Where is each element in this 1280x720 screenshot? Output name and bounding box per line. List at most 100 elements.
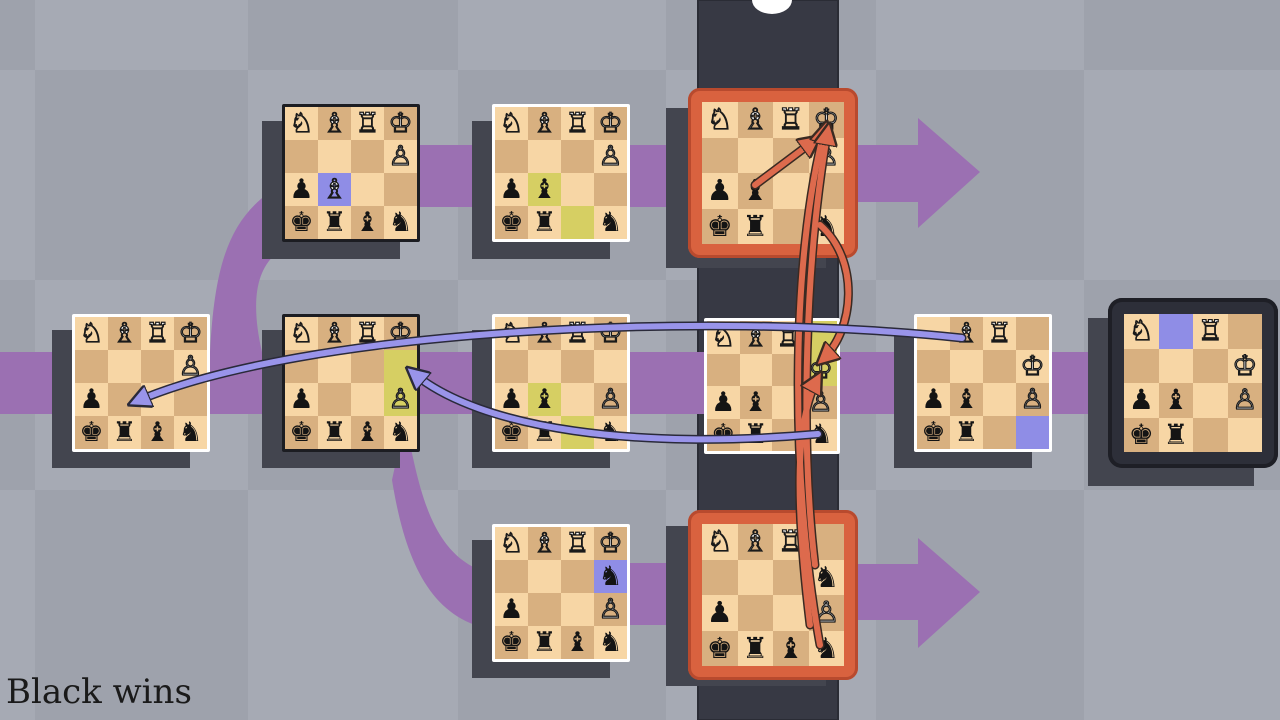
square[interactable]: ♚: [75, 416, 108, 449]
black-knight-icon[interactable]: ♞: [813, 208, 840, 243]
square[interactable]: ♙: [808, 137, 844, 173]
square[interactable]: [495, 140, 528, 173]
square[interactable]: [773, 137, 809, 173]
square[interactable]: ♚: [285, 206, 318, 239]
square[interactable]: ♘: [1124, 314, 1159, 349]
square[interactable]: ♞: [808, 559, 844, 595]
square[interactable]: [702, 559, 738, 595]
black-knight-icon[interactable]: ♞: [813, 559, 840, 594]
square[interactable]: [1158, 348, 1193, 383]
black-rook-icon[interactable]: ♜: [532, 417, 557, 448]
square[interactable]: ♙: [1227, 383, 1262, 418]
black-knight-icon[interactable]: ♞: [388, 417, 413, 448]
white-rook-icon[interactable]: ♖: [776, 321, 801, 353]
white-king-icon[interactable]: ♔: [808, 354, 833, 386]
white-king-icon[interactable]: ♔: [388, 318, 413, 349]
white-bishop-icon[interactable]: ♗: [743, 321, 768, 353]
square[interactable]: [772, 418, 805, 451]
square[interactable]: ♚: [702, 208, 738, 244]
square[interactable]: ♖: [772, 321, 805, 354]
black-king-icon[interactable]: ♚: [289, 417, 314, 448]
white-knight-icon[interactable]: ♘: [706, 524, 733, 559]
square[interactable]: ♙: [594, 593, 627, 626]
white-pawn-icon[interactable]: ♙: [598, 594, 623, 625]
square[interactable]: [773, 595, 809, 631]
black-rook-icon[interactable]: ♜: [743, 419, 768, 451]
white-rook-icon[interactable]: ♖: [565, 528, 590, 559]
white-knight-icon[interactable]: ♘: [499, 318, 524, 349]
square[interactable]: ♟: [495, 593, 528, 626]
square[interactable]: [75, 350, 108, 383]
white-pawn-icon[interactable]: ♙: [1232, 383, 1258, 417]
black-rook-icon[interactable]: ♜: [742, 208, 769, 243]
square[interactable]: ♟: [707, 386, 740, 419]
square[interactable]: ♔: [384, 107, 417, 140]
board-bot-2[interactable]: ♘♗♖♔♞♟♙♚♜♝♞: [492, 524, 630, 662]
square[interactable]: ♝: [739, 386, 772, 419]
white-knight-icon[interactable]: ♘: [289, 108, 314, 139]
square[interactable]: ♞: [594, 206, 627, 239]
square[interactable]: [561, 560, 594, 593]
white-king-icon[interactable]: ♔: [813, 102, 840, 137]
square[interactable]: ♖: [1193, 314, 1228, 349]
black-pawn-icon[interactable]: ♟: [289, 384, 314, 415]
black-rook-icon[interactable]: ♜: [954, 417, 979, 448]
square[interactable]: ♗: [108, 317, 141, 350]
black-king-icon[interactable]: ♚: [289, 207, 314, 238]
square[interactable]: [983, 416, 1016, 449]
square[interactable]: ♗: [950, 317, 983, 350]
square[interactable]: ♖: [351, 317, 384, 350]
square[interactable]: ♙: [594, 383, 627, 416]
square[interactable]: ♚: [1124, 417, 1159, 452]
square[interactable]: ♜: [528, 416, 561, 449]
square[interactable]: ♔: [808, 102, 844, 138]
square[interactable]: ♜: [1158, 417, 1193, 452]
square[interactable]: ♚: [495, 206, 528, 239]
white-knight-icon[interactable]: ♘: [79, 318, 104, 349]
black-rook-icon[interactable]: ♜: [322, 417, 347, 448]
square[interactable]: [495, 350, 528, 383]
black-bishop-icon[interactable]: ♝: [565, 627, 590, 658]
black-rook-icon[interactable]: ♜: [322, 207, 347, 238]
white-pawn-icon[interactable]: ♙: [1020, 384, 1045, 415]
white-king-icon[interactable]: ♔: [598, 318, 623, 349]
white-pawn-icon[interactable]: ♙: [178, 351, 203, 382]
square[interactable]: ♟: [1124, 383, 1159, 418]
square[interactable]: ♔: [384, 317, 417, 350]
square[interactable]: ♘: [702, 524, 738, 560]
square[interactable]: [141, 383, 174, 416]
square[interactable]: ♗: [528, 527, 561, 560]
white-knight-icon[interactable]: ♘: [1128, 314, 1154, 348]
square[interactable]: ♔: [594, 107, 627, 140]
white-bishop-icon[interactable]: ♗: [742, 102, 769, 137]
black-king-icon[interactable]: ♚: [79, 417, 104, 448]
black-knight-icon[interactable]: ♞: [598, 627, 623, 658]
square[interactable]: [917, 350, 950, 383]
black-rook-icon[interactable]: ♜: [532, 627, 557, 658]
square[interactable]: ♞: [384, 206, 417, 239]
square[interactable]: ♝: [1158, 383, 1193, 418]
square[interactable]: ♚: [917, 416, 950, 449]
white-bishop-icon[interactable]: ♗: [322, 174, 347, 205]
white-rook-icon[interactable]: ♖: [355, 318, 380, 349]
white-pawn-icon[interactable]: ♙: [388, 384, 413, 415]
black-pawn-icon[interactable]: ♟: [921, 384, 946, 415]
board-top-1[interactable]: ♘♗♖♔♙♟♗♚♜♝♞: [282, 104, 420, 242]
square[interactable]: ♜: [528, 626, 561, 659]
square[interactable]: ♝: [528, 383, 561, 416]
black-knight-icon[interactable]: ♞: [388, 207, 413, 238]
square[interactable]: [318, 140, 351, 173]
square[interactable]: ♜: [737, 630, 773, 666]
board-top-2[interactable]: ♘♗♖♔♙♟♝♚♜♞: [492, 104, 630, 242]
white-king-icon[interactable]: ♔: [598, 108, 623, 139]
square[interactable]: ♘: [285, 107, 318, 140]
square[interactable]: [594, 350, 627, 383]
square[interactable]: [594, 173, 627, 206]
square[interactable]: ♘: [495, 527, 528, 560]
square[interactable]: ♚: [707, 418, 740, 451]
square[interactable]: ♙: [804, 386, 837, 419]
square[interactable]: [1016, 317, 1049, 350]
square[interactable]: ♝: [561, 626, 594, 659]
square[interactable]: [737, 559, 773, 595]
white-knight-icon[interactable]: ♘: [706, 102, 733, 137]
